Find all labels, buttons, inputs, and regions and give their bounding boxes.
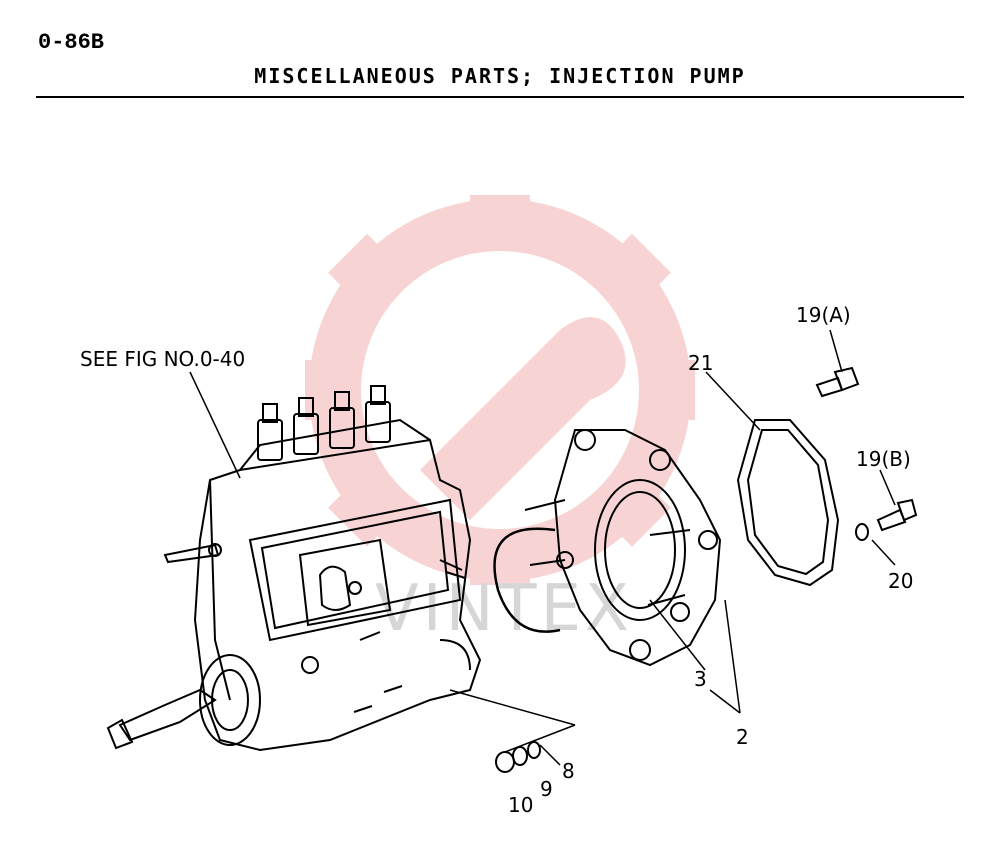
leader-lines — [189, 329, 896, 766]
callout-10: 10 — [508, 793, 533, 817]
callout-19a: 19(A) — [796, 303, 851, 327]
bolt-19b-drawing — [855, 498, 918, 541]
snap-ring-drawing — [493, 527, 561, 633]
injection-pump-drawing — [106, 385, 482, 752]
callout-20: 20 — [888, 569, 913, 593]
see-fig-label: SEE FIG NO.0-40 — [80, 347, 245, 371]
watermark-gear-icon — [305, 195, 695, 585]
bolt-19a-drawing — [815, 366, 860, 398]
callout-19b: 19(B) — [856, 447, 911, 471]
callout-21: 21 — [688, 351, 713, 375]
callout-3: 3 — [694, 667, 707, 691]
page-title: MISCELLANEOUS PARTS; INJECTION PUMP — [254, 64, 746, 88]
flange-housing-drawing — [524, 429, 722, 667]
callout-8: 8 — [562, 759, 575, 783]
figure-code: 0-86B — [38, 30, 105, 55]
gasket-drawing — [736, 419, 840, 587]
callout-2: 2 — [736, 725, 749, 749]
callout-9: 9 — [540, 777, 553, 801]
title-rule — [36, 96, 964, 98]
